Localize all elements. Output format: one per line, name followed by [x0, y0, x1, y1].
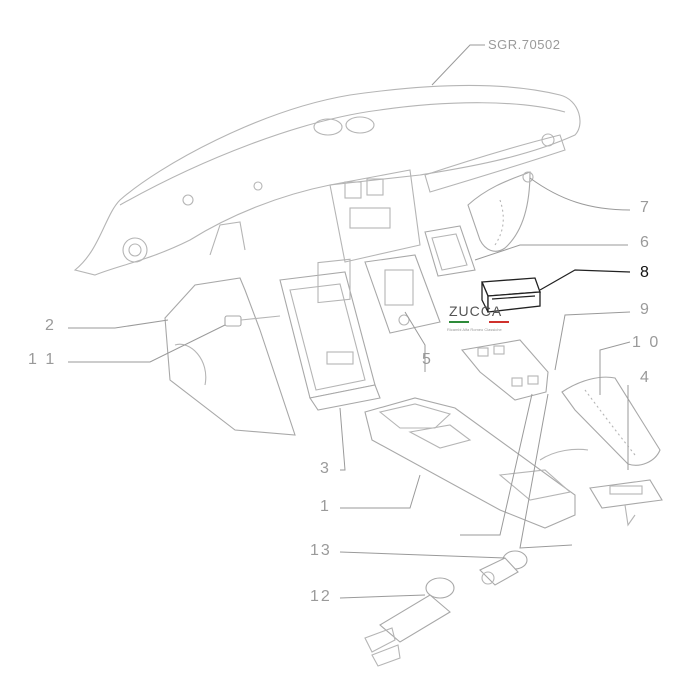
- callout-6: 6: [640, 234, 651, 251]
- brand-logo-text: ZUCCA: [449, 303, 503, 319]
- callout-12: 12: [310, 588, 332, 605]
- callout-11: 1 1: [28, 351, 57, 368]
- part-8-ashtray: [481, 277, 541, 313]
- part-3-center-fascia: [279, 258, 381, 411]
- callout-13: 13: [310, 542, 332, 559]
- callout-1: 1: [320, 498, 331, 515]
- callout-10: 1 0: [632, 334, 661, 351]
- callout-5: 5: [422, 351, 433, 368]
- callout-4: 4: [640, 369, 651, 386]
- leader-lines: [68, 44, 631, 599]
- reference-code: SGR.70502: [488, 37, 561, 52]
- callout-9: 9: [640, 301, 651, 318]
- part-10-lever-boot: [561, 376, 661, 466]
- part-12-lighter: [364, 577, 455, 667]
- part-11-pin: [224, 315, 242, 327]
- dashboard-outline: [73, 84, 581, 276]
- part-5-panel: [364, 254, 441, 334]
- callout-2: 2: [45, 317, 56, 334]
- part-2-side-panel: [164, 277, 296, 436]
- part-4-trim: [589, 479, 663, 527]
- callout-3: 3: [320, 460, 331, 477]
- callout-8: 8: [640, 264, 651, 281]
- brand-tagline: Ricambi Alfa Romeo Classiche: [447, 327, 502, 332]
- callout-7: 7: [640, 199, 651, 216]
- part-1-console: [364, 397, 589, 529]
- part-9-switch-panel: [460, 339, 549, 401]
- part-7-boot: [467, 171, 534, 252]
- part-13-socket: [479, 550, 528, 586]
- brand-flag-stripe: [449, 321, 509, 323]
- part-6-frame: [424, 225, 476, 277]
